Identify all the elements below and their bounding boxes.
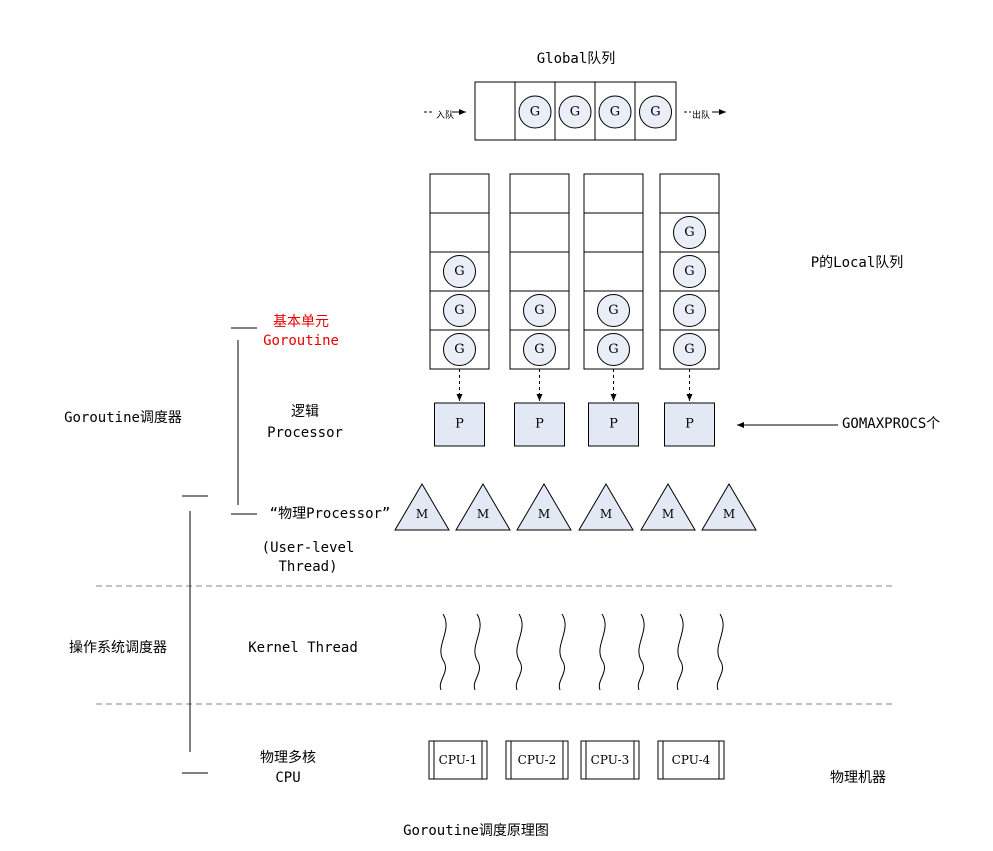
local-goroutine-label: G bbox=[608, 303, 618, 318]
processor-box bbox=[434, 402, 485, 447]
local-goroutine-label: G bbox=[454, 264, 464, 279]
kernel-thread-line bbox=[558, 613, 566, 691]
cpu-label: CPU-2 bbox=[518, 753, 557, 767]
local-queue-slot bbox=[659, 173, 720, 214]
local-goroutine-label: G bbox=[684, 303, 694, 318]
local-goroutine-label: G bbox=[454, 303, 464, 318]
machine-label: M bbox=[662, 507, 674, 521]
cpu-label: CPU-3 bbox=[591, 753, 630, 767]
logic-processor-sub-label: Processor bbox=[267, 425, 343, 441]
processor-box bbox=[588, 402, 639, 447]
local-goroutine-circle bbox=[597, 333, 630, 366]
physical-machine-label: 物理机器 bbox=[830, 770, 886, 786]
machine-label: M bbox=[723, 507, 735, 521]
local-goroutine-circle bbox=[673, 294, 706, 327]
machine-label: M bbox=[600, 507, 612, 521]
machine-triangle bbox=[578, 483, 634, 531]
local-queue-slot bbox=[509, 212, 570, 253]
kernel-thread-line bbox=[676, 613, 684, 691]
user-level-thread-label: Thread) bbox=[278, 559, 338, 575]
cpu-box bbox=[505, 740, 569, 780]
global-goroutine-label: G bbox=[650, 105, 660, 120]
user-level-label: (User-level bbox=[261, 540, 355, 556]
cpu-box bbox=[657, 740, 725, 780]
global-goroutine-circle bbox=[598, 95, 632, 129]
local-goroutine-label: G bbox=[684, 342, 694, 357]
goroutine-scheduler-label: Goroutine调度器 bbox=[64, 410, 182, 426]
local-goroutine-label: G bbox=[534, 342, 544, 357]
kernel-thread-line bbox=[515, 613, 523, 691]
machine-label: M bbox=[538, 507, 550, 521]
local-goroutine-circle bbox=[673, 255, 706, 288]
local-queue-slot bbox=[583, 212, 644, 253]
processor-label: P bbox=[609, 417, 618, 432]
global-goroutine-label: G bbox=[610, 105, 620, 120]
local-queue-slot bbox=[509, 251, 570, 292]
kernel-thread-line bbox=[439, 613, 447, 691]
cpu-label: CPU-1 bbox=[439, 753, 478, 767]
kernel-thread-line bbox=[473, 613, 481, 691]
local-goroutine-label: G bbox=[454, 342, 464, 357]
basic-unit-goroutine-label: Goroutine bbox=[263, 333, 339, 349]
local-queue-slot bbox=[583, 251, 644, 292]
machine-triangle bbox=[394, 483, 450, 531]
kernel-thread-line bbox=[637, 613, 645, 691]
machine-triangle bbox=[640, 483, 696, 531]
machine-triangle bbox=[455, 483, 511, 531]
global-goroutine-label: G bbox=[570, 105, 580, 120]
local-goroutine-label: G bbox=[684, 264, 694, 279]
machine-label: M bbox=[477, 507, 489, 521]
global-goroutine-label: G bbox=[530, 105, 540, 120]
local-goroutine-circle bbox=[523, 333, 556, 366]
local-goroutine-label: G bbox=[534, 303, 544, 318]
local-queue-slot bbox=[583, 173, 644, 214]
local-goroutine-circle bbox=[673, 333, 706, 366]
processor-label: P bbox=[535, 417, 544, 432]
basic-unit-label: 基本单元 bbox=[273, 314, 329, 330]
local-goroutine-circle bbox=[443, 294, 476, 327]
global-goroutine-circle bbox=[639, 95, 672, 129]
os-scheduler-label: 操作系统调度器 bbox=[69, 640, 167, 656]
local-goroutine-circle bbox=[523, 294, 556, 327]
gomaxprocs-label: GOMAXPROCS个 bbox=[842, 416, 941, 432]
local-goroutine-circle bbox=[673, 216, 706, 249]
local-queue-slot bbox=[509, 173, 570, 214]
local-queue-label: P的Local队列 bbox=[810, 255, 904, 271]
global-queue-title: Global队列 bbox=[536, 51, 616, 67]
local-goroutine-label: G bbox=[684, 225, 694, 240]
global-queue-slot bbox=[474, 81, 516, 141]
cpu-box bbox=[428, 740, 488, 780]
physical-processor-label: “物理Processor” bbox=[269, 506, 391, 522]
logic-processor-label: 逻辑 bbox=[291, 404, 319, 420]
diagram-caption: Goroutine调度原理图 bbox=[403, 823, 549, 839]
machine-label: M bbox=[416, 507, 428, 521]
local-queue-slot bbox=[429, 173, 490, 214]
kernel-thread-label: Kernel Thread bbox=[248, 640, 358, 656]
physical-cores-label: 物理多核 bbox=[260, 750, 316, 766]
local-goroutine-circle bbox=[443, 255, 476, 288]
local-goroutine-label: G bbox=[608, 342, 618, 357]
kernel-thread-line bbox=[716, 613, 724, 691]
global-goroutine-circle bbox=[558, 95, 592, 129]
processor-box bbox=[514, 402, 565, 447]
local-goroutine-circle bbox=[443, 333, 476, 366]
kernel-thread-line bbox=[598, 613, 606, 691]
global-goroutine-circle bbox=[518, 95, 552, 129]
processor-label: P bbox=[685, 417, 694, 432]
dequeue-label: 出队 bbox=[692, 111, 711, 121]
processor-box bbox=[664, 402, 715, 447]
physical-cores-cpu-label: CPU bbox=[275, 770, 301, 786]
local-queue-slot bbox=[429, 212, 490, 253]
cpu-label: CPU-4 bbox=[672, 753, 711, 767]
processor-label: P bbox=[455, 417, 464, 432]
machine-triangle bbox=[701, 483, 757, 531]
local-goroutine-circle bbox=[597, 294, 630, 327]
cpu-box bbox=[580, 740, 640, 780]
machine-triangle bbox=[516, 483, 572, 531]
enqueue-label: 入队 bbox=[436, 111, 455, 121]
